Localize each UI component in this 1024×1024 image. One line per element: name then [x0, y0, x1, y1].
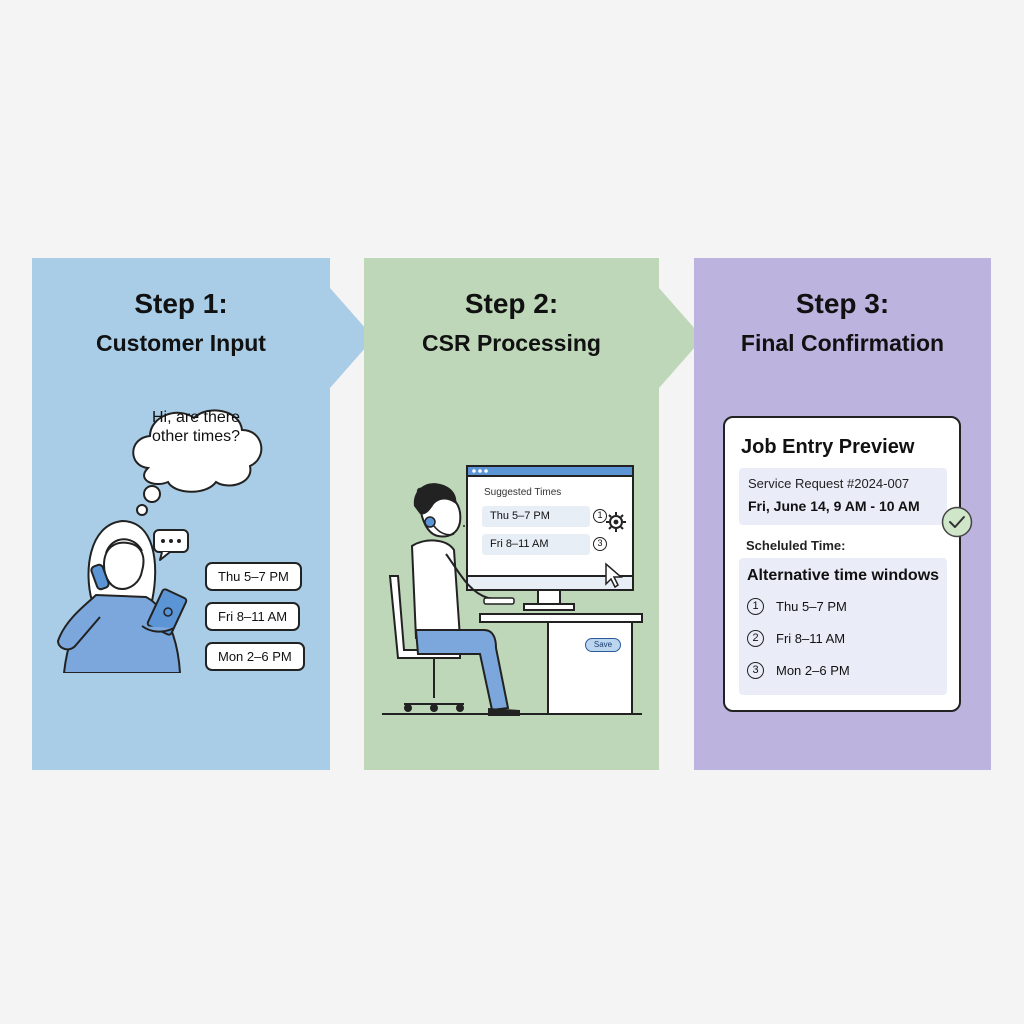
alternative-item-3[interactable]: 3 Mon 2–6 PM [747, 662, 850, 682]
alternative-number: 3 [747, 662, 764, 680]
thought-cloud-icon [132, 409, 263, 516]
option-bubble-3: Mon 2–6 PM [205, 642, 305, 671]
arrow-right-icon [659, 288, 703, 388]
service-time: Fri, June 14, 9 AM - 10 AM [748, 498, 920, 514]
step-3-panel: Step 3: Final Confirmation Job Entry Pre… [694, 258, 991, 770]
monitor-title: Suggested Times [484, 487, 562, 498]
alternative-label: Mon 2–6 PM [776, 663, 850, 679]
step-2-title: CSR Processing [422, 330, 601, 356]
arrow-right-icon [330, 288, 374, 388]
step-2-panel: Step 2: CSR Processing [364, 258, 659, 770]
step-3-number: Step 3: [795, 288, 890, 319]
suggested-slot-2[interactable]: Fri 8–11 AM [482, 534, 590, 555]
step-1-panel: Step 1: Customer Input Hi, are there oth… [32, 258, 330, 770]
alternatives-box: Alternative time windows 1 Thu 5–7 PM 2 Fr… [739, 558, 947, 695]
alternative-item-1[interactable]: 1 Thu 5–7 PM [747, 598, 847, 618]
step-3-title: Final Confirmation [740, 330, 945, 356]
thought-text: Hi, are there other times? [136, 408, 256, 446]
service-request-id: Service Request #2024-007 [748, 476, 910, 491]
step-1-number: Step 1: [134, 288, 228, 319]
option-bubble-2: Fri 8–11 AM [205, 602, 301, 631]
checkmark-icon [941, 506, 973, 538]
thought-line-2: other times? [151, 428, 241, 445]
alternative-number: 2 [747, 630, 764, 648]
step-2-number: Step 2: [464, 288, 559, 319]
slot-number-2: 3 [593, 537, 607, 551]
option-bubble-1: Thu 5–7 PM [205, 562, 302, 591]
alternative-item-2[interactable]: 2 Fri 8–11 AM [747, 630, 845, 650]
job-entry-card: Job Entry Preview Service Request #2024-… [723, 416, 961, 712]
slot-number-1: 1 [593, 509, 607, 523]
alternative-label: Fri 8–11 AM [776, 631, 846, 647]
tablet-icon [141, 588, 188, 636]
save-button[interactable]: Save [585, 638, 621, 652]
alternative-label: Thu 5–7 PM [776, 599, 847, 615]
step-1-title: Customer Input [96, 330, 266, 356]
alternative-number: 1 [747, 598, 764, 616]
suggested-slot-1[interactable]: Thu 5–7 PM [482, 506, 590, 527]
alternatives-title: Alternative time windows [747, 567, 940, 584]
csr-workstation-icon [382, 465, 643, 716]
scheduled-time-label: Scheluled Time: [746, 538, 846, 553]
chat-bubble-icon [153, 529, 189, 561]
thought-line-1: Hi, are there [151, 409, 241, 426]
service-request-box: Service Request #2024-007 Fri, June 14, … [739, 468, 947, 525]
card-title: Job Entry Preview [741, 436, 915, 458]
